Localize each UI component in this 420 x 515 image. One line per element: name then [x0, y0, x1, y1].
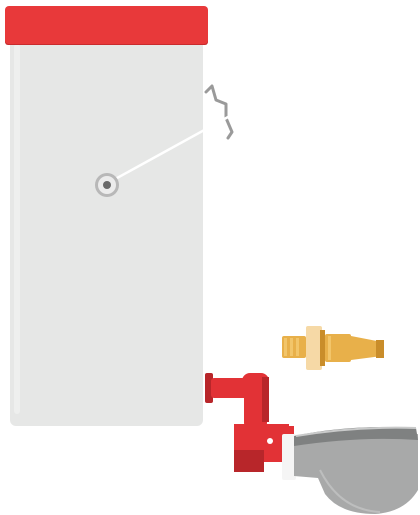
container-lid [5, 6, 208, 44]
float-icon [95, 173, 119, 197]
container-body [10, 36, 203, 426]
container-highlight [14, 44, 20, 414]
float-wire [107, 115, 229, 185]
cup-icon [234, 424, 418, 514]
hook-icon [204, 84, 234, 140]
nipple-icon [282, 326, 384, 370]
valve-icon [205, 373, 269, 425]
